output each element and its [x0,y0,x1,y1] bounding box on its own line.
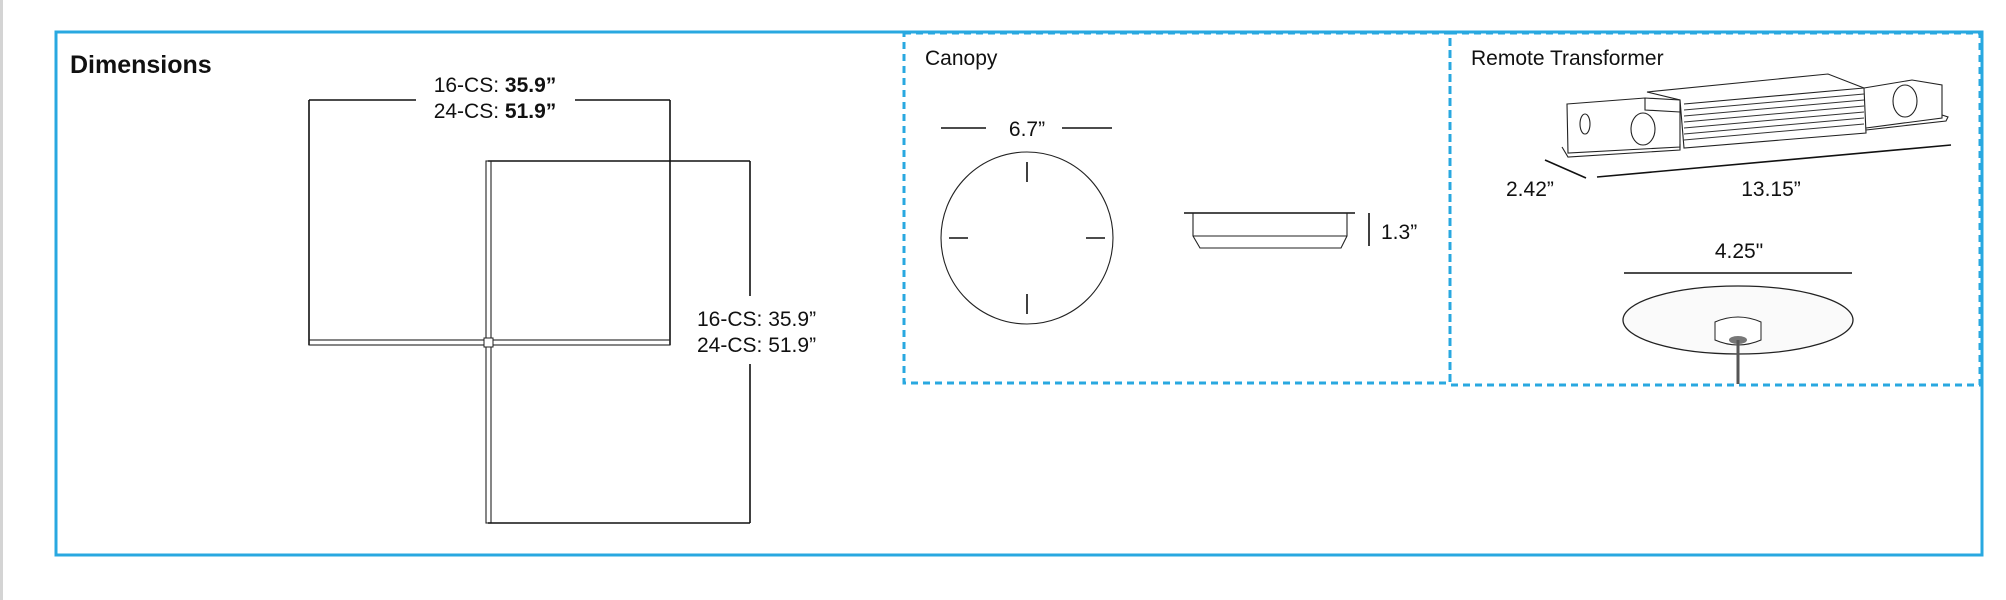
height-label-24cs: 24-CS: 51.9” [697,334,816,357]
transformer-length-label: 13.15” [1741,178,1801,201]
fixture-outline [308,99,751,524]
width-16cs-value: 35.9” [505,74,556,97]
canopy-height-label: 1.3” [1381,221,1417,244]
width-label-24cs: 24-CS: 51.9” [434,100,557,123]
transformer-frame [1448,31,1982,387]
transformer-icon [1561,73,1949,158]
width-label-16cs: 16-CS: 35.9” [434,74,557,97]
width-16cs-prefix: 16-CS: [434,74,505,97]
canopy-title: Canopy [925,47,998,70]
transformer-title: Remote Transformer [1471,47,1664,70]
ceiling-plate-icon [1622,285,1854,384]
canopy-side-view-icon [1184,212,1355,249]
width-24cs-value: 51.9” [505,100,556,123]
page-edge [0,0,3,600]
canopy-diameter-label: 6.7” [1009,118,1045,141]
transformer-depth-label: 2.42” [1506,178,1554,201]
plate-diameter-label: 4.25" [1715,240,1763,263]
canopy-frame [902,31,1452,385]
dimensions-title: Dimensions [70,51,212,79]
width-24cs-prefix: 24-CS: [434,100,505,123]
canopy-top-view-icon [940,151,1114,325]
height-label-16cs: 16-CS: 35.9” [697,308,816,331]
